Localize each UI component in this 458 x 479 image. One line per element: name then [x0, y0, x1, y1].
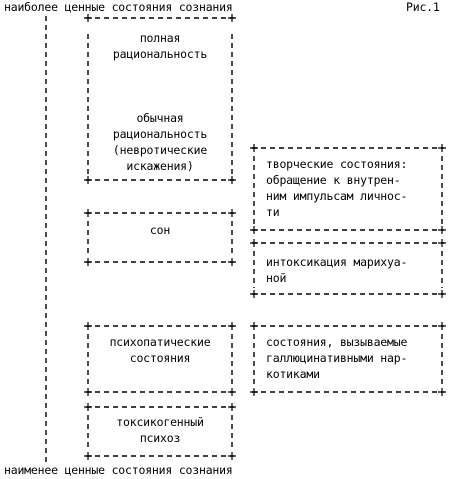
- box-creative-states: творческие состояния: обращение к внутре…: [266, 157, 408, 219]
- box-psychopathic-states: психопатические состояния: [109, 335, 211, 365]
- box-full-rationality: полная рациональность: [112, 31, 208, 61]
- box-toxicogenic-psychosis: токсикогенный психоз: [116, 415, 204, 445]
- box-ordinary-rationality: обычная рациональность (невротические ис…: [112, 111, 208, 173]
- top-caption: наиболее ценные состояния сознания: [4, 0, 233, 14]
- corner-marks: [84, 14, 446, 460]
- box-marijuana-intoxication: интоксикация марихуа- ной: [266, 255, 408, 285]
- bottom-caption: наименее ценные состояния сознания: [4, 463, 233, 477]
- box-hallucinogen-states: состояния, вызываемые галлюцинативными н…: [266, 335, 408, 381]
- box-sleep: сон: [149, 223, 171, 237]
- figure-label: Рис.1: [406, 0, 440, 14]
